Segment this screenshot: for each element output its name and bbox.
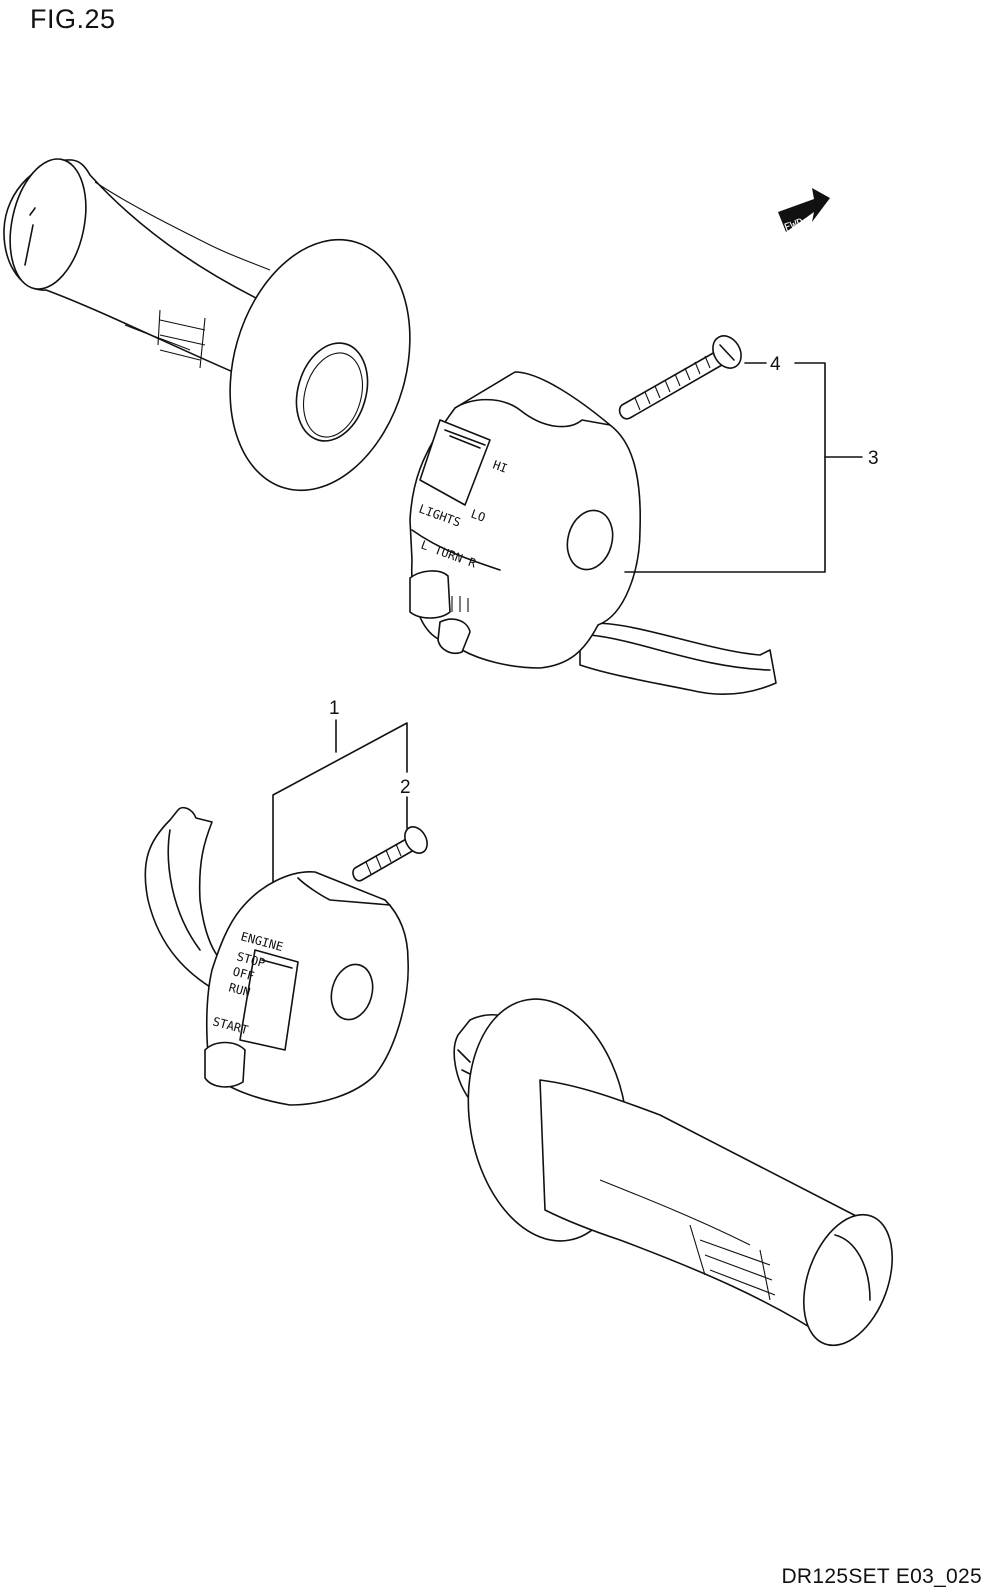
label-off: OFF [231,964,256,983]
callout-bracket-1-2 [272,719,408,886]
label-run: RUN [227,980,252,999]
callout-bracket-3-4 [624,362,863,573]
label-hi: HI [491,458,509,476]
callout-2: 2 [400,777,411,798]
callout-4: 4 [770,354,781,375]
label-lo: LO [469,507,487,525]
upper-grip [3,158,411,492]
screw-4 [618,335,742,420]
fwd-arrow-icon: FWD [778,188,830,235]
lower-grip [453,998,894,1347]
screw-2 [352,826,428,882]
handlebar-switch-left: ENGINE STOP OFF RUN START [144,806,409,1106]
figure-code: DR125SET E03_025 [781,1565,982,1588]
callout-3: 3 [868,448,879,469]
handlebar-switch-right: HI LO LIGHTS L TURN R [409,371,777,696]
figure-title: FIG.25 [30,4,116,34]
fwd-label: FWD [782,216,805,235]
callout-1: 1 [329,698,340,719]
